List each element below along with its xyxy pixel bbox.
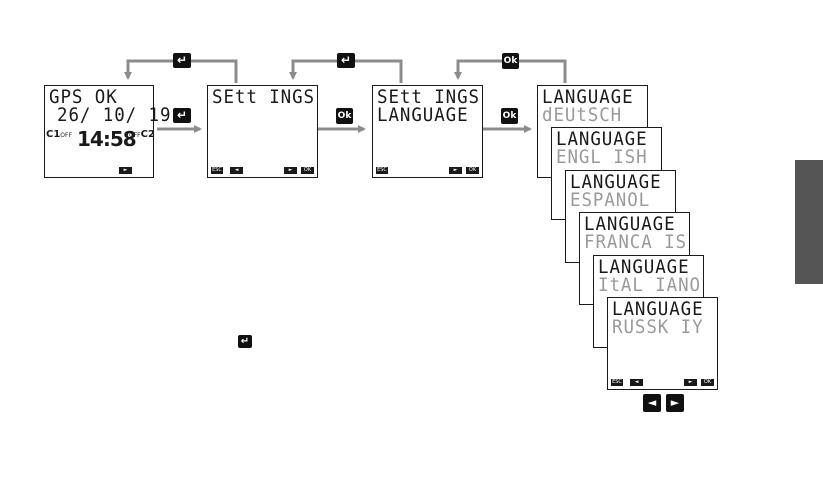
softkey-right: ► [684, 379, 697, 386]
ok-key-icon: Ok [501, 108, 518, 124]
side-tab [795, 160, 823, 284]
language-screen-6: LANGUAGE RUSSK IY ESC ◄ ► OK [607, 297, 718, 390]
settings-language-screen: SEtt INGS LANGUAGE ESC ► OK [372, 85, 483, 178]
channel-2-label: OFFC2 [129, 129, 155, 140]
ok-key-icon: Ok [502, 53, 519, 69]
softkey-left: ◄ [230, 167, 243, 174]
enter-key-icon: ↵ [173, 108, 191, 123]
softkey-left: ◄ [630, 379, 643, 386]
settings-line-1: SEtt INGS [212, 87, 315, 107]
language-option: ESPANOL [570, 190, 650, 210]
softkey-esc: ESC [376, 167, 388, 174]
time-text: 14:58 [77, 127, 136, 151]
c1-label: C1 [46, 129, 60, 140]
softkey-ok: OK [701, 379, 714, 386]
c2-label: C2 [141, 129, 155, 140]
enter-key-icon: ↵ [238, 335, 252, 348]
main-screen: GPS OK 26/ 10/ 19 C1OFF 14:58 OFFC2 ► [44, 85, 154, 178]
language-option: FRANCA IS [584, 232, 687, 252]
softkey-right: ► [119, 167, 132, 174]
enter-key-icon: ↵ [173, 53, 191, 68]
right-arrow-key-icon: ► [666, 394, 684, 412]
softkey-esc: ESC [211, 167, 223, 174]
c1-state: OFF [60, 132, 72, 139]
language-option: dEUtSCH [542, 105, 622, 125]
channel-1-label: C1OFF [46, 129, 72, 140]
language-option: RUSSK IY [612, 317, 704, 337]
softkey-ok: OK [466, 167, 479, 174]
settings-line-2: LANGUAGE [377, 105, 469, 125]
language-option: ENGL ISH [556, 147, 648, 167]
enter-key-icon: ↵ [337, 53, 355, 68]
settings-screen: SEtt INGS ESC ◄ ► OK [207, 85, 318, 178]
softkey-esc: ESC [611, 379, 623, 386]
language-option: ItAL IANO [598, 275, 701, 295]
date-text: 26/ 10/ 19 [57, 105, 171, 125]
ok-key-icon: Ok [336, 108, 353, 124]
left-arrow-key-icon: ◄ [643, 394, 661, 412]
softkey-right: ► [284, 167, 297, 174]
c2-state: OFF [129, 132, 141, 139]
softkey-ok: OK [301, 167, 314, 174]
softkey-right: ► [449, 167, 462, 174]
